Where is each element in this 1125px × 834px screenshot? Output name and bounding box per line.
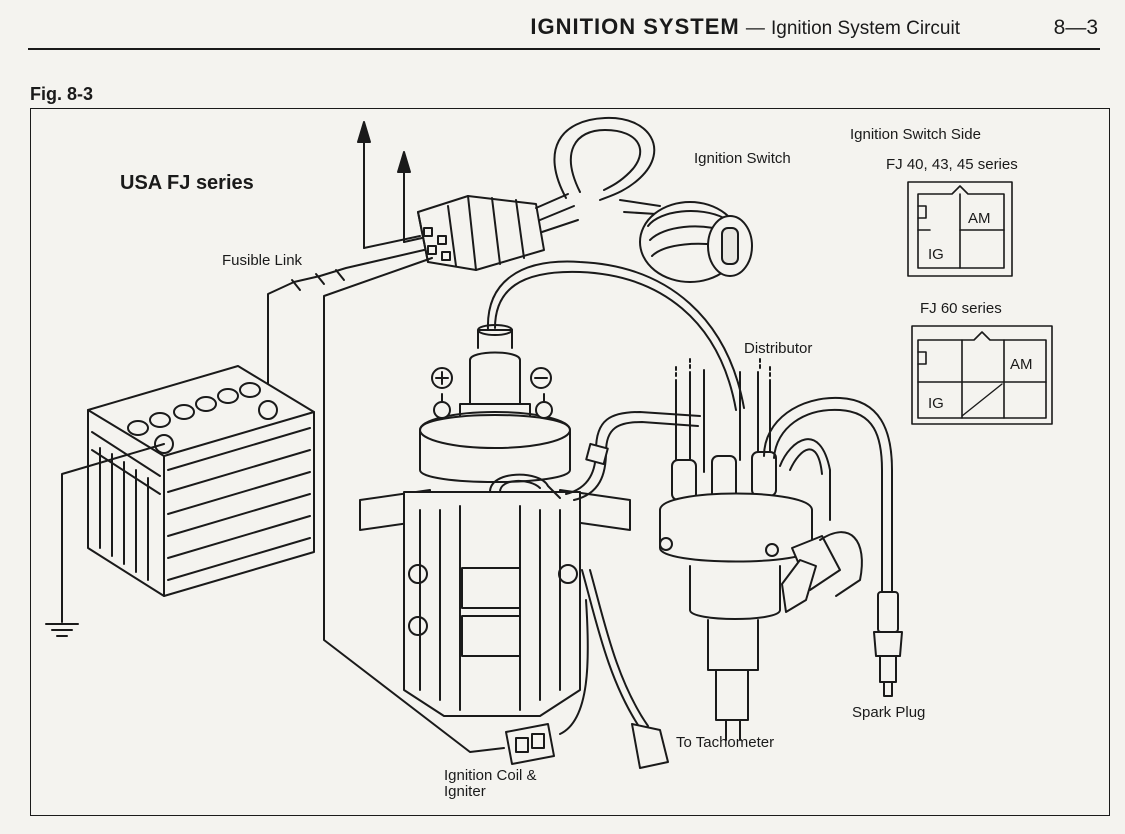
to-tachometer-label: To Tachometer [676, 734, 775, 751]
header-title: IGNITION SYSTEM — Ignition System Circui… [530, 14, 960, 40]
ignition-coil-label: Ignition Coil & Igniter [444, 768, 537, 800]
section-title: IGNITION SYSTEM [530, 14, 740, 39]
series-title: USA FJ series [120, 172, 254, 194]
ignition-coil-label-line1: Ignition Coil & [444, 767, 537, 784]
harness-connector [417, 193, 579, 271]
distributor-signal-wire [565, 411, 701, 501]
page-number: 8—3 [1053, 16, 1098, 39]
fj60-am-label: AM [1010, 356, 1033, 373]
igniter [359, 473, 631, 717]
switch-side-heading: Ignition Switch Side [850, 126, 981, 143]
spark-plug [763, 396, 903, 697]
battery [87, 365, 315, 597]
ignition-coil-label-line2: Igniter [444, 783, 486, 800]
ignition-coil [419, 324, 571, 483]
upward-arrows [357, 121, 423, 249]
fusible-link-wire [267, 249, 425, 403]
distributor [659, 357, 863, 741]
figure-label: Fig. 8-3 [30, 84, 94, 104]
distributor-label: Distributor [744, 340, 813, 357]
ignition-switch-body [619, 199, 753, 283]
fj40-ig-label: IG [928, 246, 944, 263]
fj40-am-label: AM [968, 210, 991, 227]
fj60-ig-label: IG [928, 395, 944, 412]
fusible-link-label: Fusible Link [222, 252, 303, 269]
fj40-series-title: FJ 40, 43, 45 series [886, 156, 1018, 173]
igniter-feed-wire [323, 257, 505, 753]
page-header: IGNITION SYSTEM — Ignition System Circui… [28, 8, 1100, 50]
tachometer-wire [505, 569, 669, 769]
spark-plug-label: Spark Plug [852, 704, 926, 721]
title-dash: — [745, 18, 765, 39]
ignition-switch-wire [553, 116, 656, 201]
ignition-switch-label: Ignition Switch [694, 150, 791, 167]
figure-frame [30, 108, 1110, 816]
connector-fj60: AM IG [911, 325, 1053, 425]
connector-fj40: AM IG [907, 181, 1013, 277]
fj60-series-title: FJ 60 series [920, 300, 1002, 317]
coil-lead [486, 260, 745, 411]
section-subtitle: Ignition System Circuit [770, 18, 960, 39]
ground-wire [45, 443, 165, 637]
